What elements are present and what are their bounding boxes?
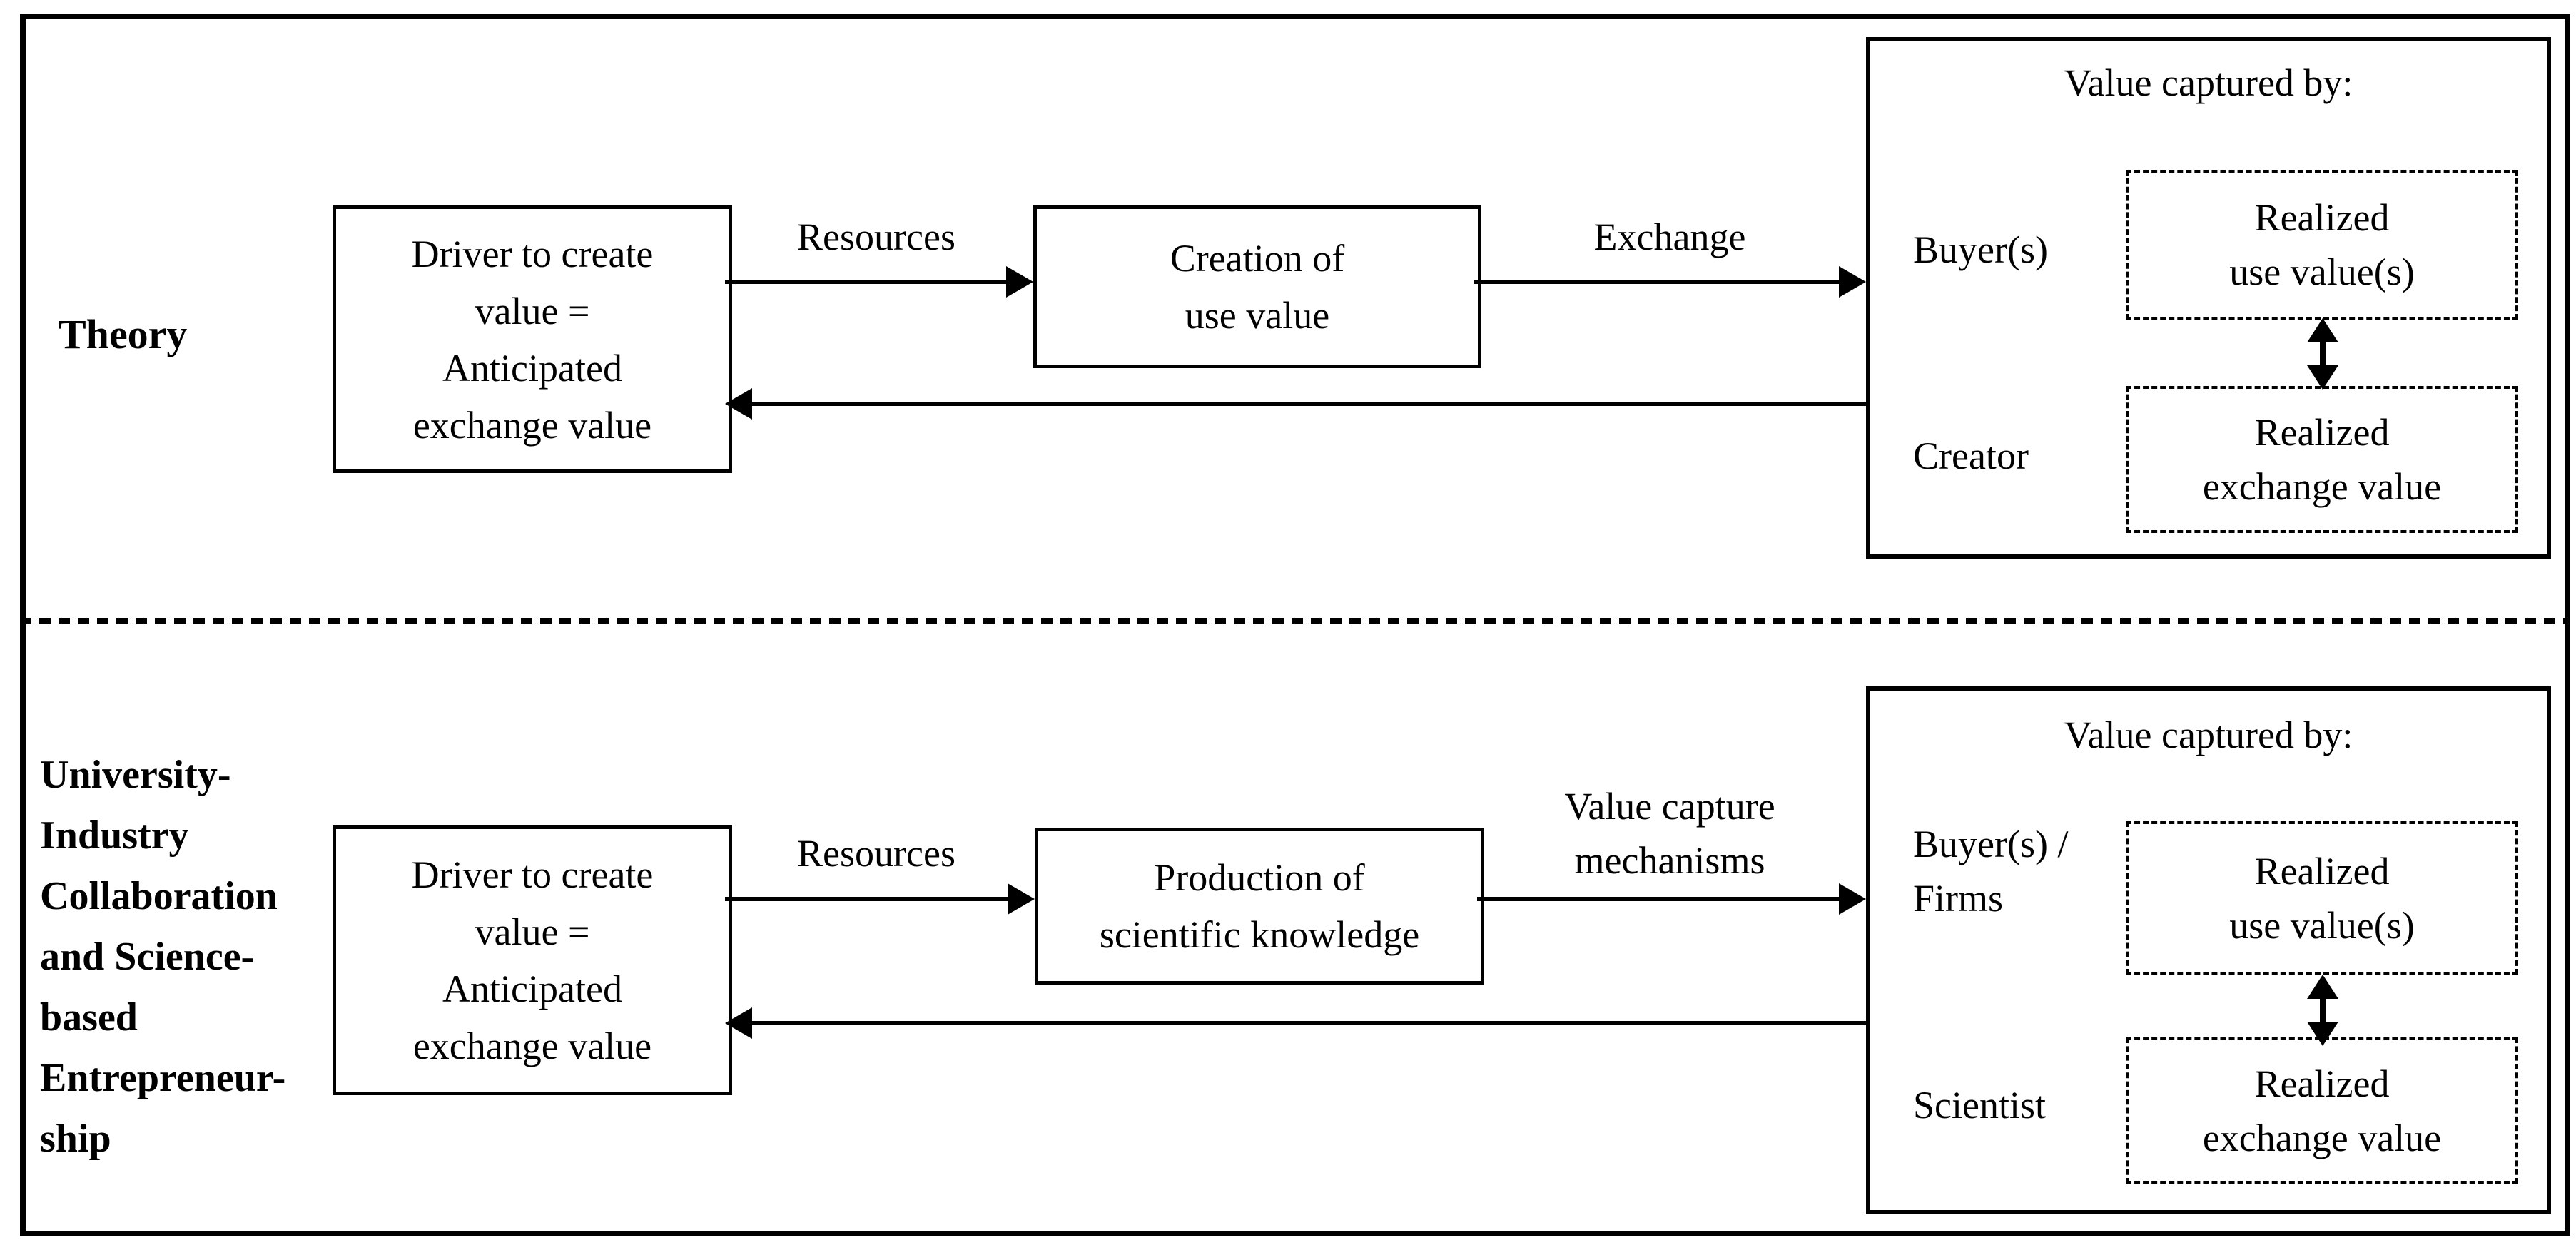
realized-use-value-text: Realized use value(s) — [2229, 849, 2415, 947]
driver-box-theory: Driver to create value = Anticipated exc… — [333, 205, 732, 473]
arrow-shaft — [2320, 993, 2326, 1027]
resources-arrow-uic — [725, 883, 1035, 915]
production-of-scientific-knowledge-box: Production of scientific knowledge — [1035, 828, 1484, 985]
value-captured-panel-uic: Value captured by: Buyer(s) / Firms Real… — [1866, 686, 2551, 1214]
resources-arrow-theory — [725, 266, 1033, 298]
arrow-shaft — [746, 402, 1866, 406]
arrowhead-right-icon — [1839, 883, 1866, 915]
realized-use-value-box-uic: Realized use value(s) — [2126, 821, 2518, 975]
actor-buyers: Buyer(s) — [1913, 228, 2048, 271]
arrow-shaft — [746, 1021, 1866, 1025]
row-separator-dashed-line — [20, 618, 2570, 624]
realized-exchange-value-text: Realized exchange value — [2202, 411, 2442, 508]
panel-title: Value captured by: — [2064, 713, 2353, 756]
production-box-text: Production of scientific knowledge — [1099, 856, 1420, 956]
arrow-shaft — [725, 897, 1013, 901]
actor-scientist: Scientist — [1913, 1084, 2046, 1127]
realized-exchange-value-box-theory: Realized exchange value — [2126, 386, 2518, 533]
arrowhead-right-icon — [1839, 266, 1866, 298]
driver-box-uic-text: Driver to create value = Anticipated exc… — [411, 853, 654, 1067]
actor-creator: Creator — [1913, 435, 2029, 477]
realized-exchange-value-text: Realized exchange value — [2202, 1062, 2442, 1159]
creation-of-use-value-box: Creation of use value — [1033, 205, 1481, 368]
driver-box-theory-text: Driver to create value = Anticipated exc… — [411, 232, 654, 447]
arrowhead-down-icon — [2307, 1022, 2338, 1046]
arrowhead-right-icon — [1006, 266, 1033, 298]
driver-box-uic: Driver to create value = Anticipated exc… — [333, 825, 732, 1095]
row-label-theory: Theory — [59, 311, 188, 357]
arrowhead-left-icon — [725, 388, 752, 420]
realized-use-value-text: Realized use value(s) — [2229, 196, 2415, 293]
double-headed-arrow-icon — [2307, 318, 2338, 390]
panel-title: Value captured by: — [2064, 61, 2353, 104]
value-capture-arrow — [1477, 883, 1866, 915]
value-captured-panel-theory: Value captured by: Buyer(s) Realized use… — [1866, 37, 2551, 559]
double-headed-arrow-icon — [2307, 975, 2338, 1046]
resources-label-theory: Resources — [797, 215, 955, 258]
arrowhead-left-icon — [725, 1007, 752, 1039]
creation-box-text: Creation of use value — [1170, 237, 1345, 337]
arrow-shaft — [2320, 337, 2326, 371]
resources-label-uic: Resources — [797, 832, 955, 875]
return-arrow-theory — [725, 388, 1866, 420]
arrow-shaft — [1477, 897, 1845, 901]
actor-buyers-firms: Buyer(s) / Firms — [1913, 823, 2069, 920]
arrow-shaft — [1474, 280, 1845, 284]
diagram-border — [20, 14, 2570, 1236]
arrow-shaft — [725, 280, 1012, 284]
exchange-arrow — [1474, 266, 1866, 298]
arrowhead-down-icon — [2307, 365, 2338, 390]
realized-use-value-box-theory: Realized use value(s) — [2126, 170, 2518, 320]
value-capture-mechanisms-label: Value capture mechanisms — [1564, 785, 1775, 882]
exchange-label: Exchange — [1593, 215, 1746, 258]
realized-exchange-value-box-uic: Realized exchange value — [2126, 1037, 2518, 1184]
return-arrow-uic — [725, 1007, 1866, 1039]
row-label-university-industry: University- Industry Collaboration and S… — [40, 753, 286, 1161]
arrowhead-right-icon — [1008, 883, 1035, 915]
